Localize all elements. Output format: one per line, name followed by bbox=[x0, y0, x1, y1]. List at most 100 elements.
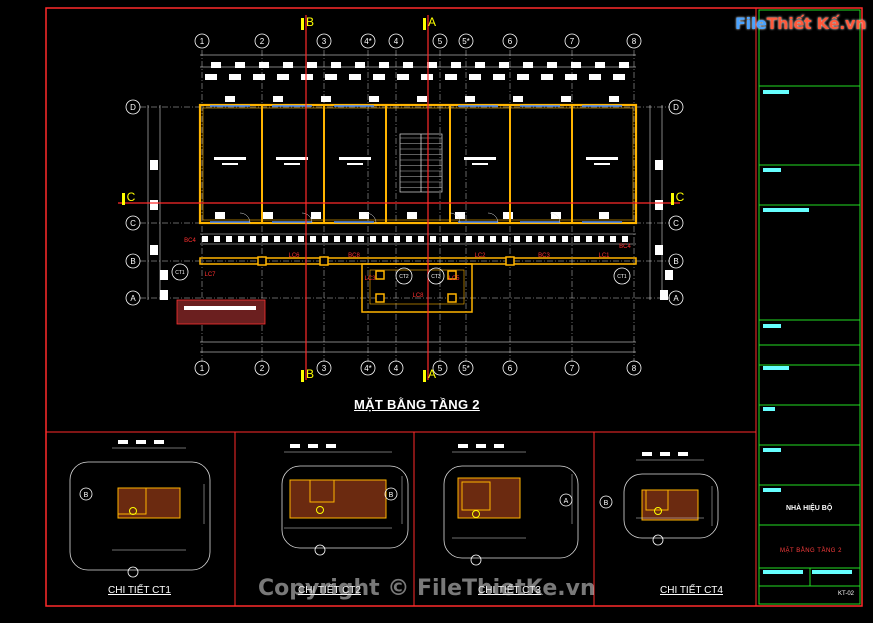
axis-bubble bbox=[316, 33, 332, 49]
room-area bbox=[594, 163, 610, 165]
detail-title-ct3: CHI TIẾT CT3 bbox=[478, 585, 541, 596]
dimension-text bbox=[308, 444, 318, 448]
dimension-text bbox=[150, 200, 158, 210]
room-area bbox=[472, 163, 488, 165]
detail-ct3: A bbox=[443, 444, 579, 566]
dimension-text bbox=[469, 74, 481, 80]
axis-label: 8 bbox=[632, 364, 637, 373]
column bbox=[505, 256, 515, 266]
lobby-beam-inner bbox=[369, 269, 465, 305]
section-arrow bbox=[671, 193, 674, 205]
railing-post bbox=[250, 236, 256, 242]
axis-bubble bbox=[360, 33, 376, 49]
detail-title-ct4: CHI TIẾT CT4 bbox=[660, 585, 723, 596]
axis-bubble bbox=[668, 290, 684, 306]
axis-bubble bbox=[432, 33, 448, 49]
axis-bubble bbox=[79, 487, 93, 501]
drawing-name: MẶT BẰNG TẦNG 2 bbox=[780, 548, 842, 554]
dimension-text bbox=[118, 440, 128, 444]
dimension-text bbox=[458, 444, 468, 448]
dimension-text bbox=[205, 74, 217, 80]
axis-label: 3 bbox=[322, 37, 327, 46]
column bbox=[375, 270, 385, 280]
window-tag bbox=[359, 212, 369, 219]
axis-bubble bbox=[564, 360, 580, 376]
railing-post bbox=[370, 236, 376, 242]
railing-post bbox=[334, 236, 340, 242]
column-tag-bubble bbox=[171, 263, 189, 281]
core-square bbox=[309, 479, 335, 503]
axis-label: 5 bbox=[438, 37, 443, 46]
dimension-text bbox=[301, 74, 313, 80]
railing-post bbox=[238, 236, 244, 242]
axis-bubble bbox=[502, 360, 518, 376]
axis-bubble bbox=[458, 360, 474, 376]
railing-post bbox=[466, 236, 472, 242]
dimension-text bbox=[283, 62, 293, 68]
window-tag bbox=[599, 212, 609, 219]
column-tag: CT3 bbox=[431, 274, 441, 280]
title-block bbox=[758, 9, 861, 605]
railing-post bbox=[310, 236, 316, 242]
column-section bbox=[641, 489, 699, 521]
axis-label: D bbox=[130, 103, 136, 112]
axis-label: D bbox=[673, 103, 679, 112]
railing-post bbox=[358, 236, 364, 242]
dimension-text bbox=[571, 62, 581, 68]
railing-post bbox=[322, 236, 328, 242]
dimension-text bbox=[211, 62, 221, 68]
column-tag-bubble bbox=[427, 267, 445, 285]
railing-post bbox=[298, 236, 304, 242]
beam-tag: LC5 bbox=[448, 276, 460, 282]
railing-post bbox=[514, 236, 520, 242]
axis-label: 7 bbox=[570, 37, 575, 46]
dimension-text bbox=[150, 160, 158, 170]
axis-label: 1 bbox=[200, 37, 205, 46]
window-tag bbox=[551, 212, 561, 219]
dimension-text bbox=[589, 74, 601, 80]
dimension-text bbox=[476, 444, 486, 448]
axis-label: 8 bbox=[632, 37, 637, 46]
dimension-text bbox=[154, 440, 164, 444]
door-swing bbox=[301, 212, 313, 224]
window-tag bbox=[513, 96, 523, 102]
axis-label: B bbox=[84, 492, 89, 499]
railing-post bbox=[586, 236, 592, 242]
title-block-stamps bbox=[763, 90, 852, 574]
detail-outline bbox=[623, 473, 719, 539]
beam-tag: BC4 bbox=[184, 238, 196, 244]
room-label bbox=[586, 157, 618, 160]
room-label bbox=[464, 157, 496, 160]
railing-post bbox=[550, 236, 556, 242]
door-swing bbox=[549, 212, 561, 224]
door-swing bbox=[365, 212, 377, 224]
detail-title-ct1: CHI TIẾT CT1 bbox=[108, 585, 171, 596]
axis-label: B bbox=[389, 492, 394, 499]
beam-tag: LC6 bbox=[288, 253, 300, 259]
axis-label: B bbox=[130, 257, 135, 266]
dimension-text bbox=[655, 160, 663, 170]
detail-ct2: B bbox=[281, 444, 409, 556]
project-name: NHÀ HIỆU BỘ bbox=[786, 505, 833, 512]
site-logo: FileThiết Kế.vn bbox=[735, 14, 867, 33]
section-marker: A bbox=[428, 15, 436, 29]
exterior-wall-inner bbox=[202, 107, 634, 221]
axis-bubble bbox=[626, 33, 642, 49]
axis-label: C bbox=[130, 219, 136, 228]
axis-label: 4 bbox=[394, 37, 399, 46]
dimension-text bbox=[642, 452, 652, 456]
railing-post bbox=[202, 236, 208, 242]
note-box bbox=[176, 299, 266, 325]
column-tag-bubble bbox=[395, 267, 413, 285]
dimension-text bbox=[160, 270, 168, 280]
dimension-text bbox=[660, 290, 668, 300]
axis-bubble-bottom bbox=[652, 534, 664, 546]
stair bbox=[399, 133, 443, 193]
detail-outline bbox=[281, 465, 409, 549]
axis-bubble bbox=[432, 360, 448, 376]
axis-bubble bbox=[194, 33, 210, 49]
beam-tag: BC3 bbox=[538, 253, 550, 259]
axis-label: 4* bbox=[364, 37, 372, 46]
axis-label: 5 bbox=[438, 364, 443, 373]
